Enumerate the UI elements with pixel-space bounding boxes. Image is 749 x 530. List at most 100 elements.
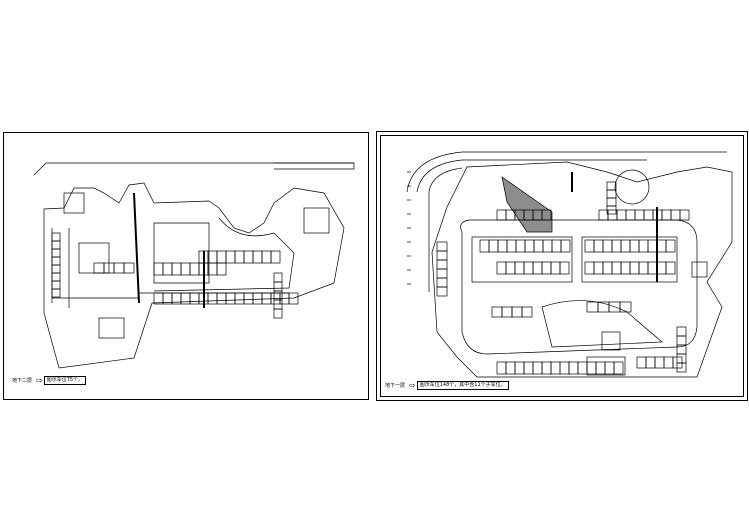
ramp-curve bbox=[153, 217, 295, 292]
parking-stall bbox=[153, 262, 164, 276]
room bbox=[63, 192, 85, 214]
parking-stall bbox=[656, 261, 667, 275]
parking-stall bbox=[524, 239, 535, 253]
parking-stall bbox=[606, 181, 617, 191]
parking-stall bbox=[636, 356, 647, 369]
parking-stall bbox=[113, 262, 125, 274]
parking-stall bbox=[604, 361, 615, 375]
parking-stall bbox=[243, 292, 254, 305]
parking-island bbox=[541, 300, 663, 348]
parking-stall bbox=[541, 361, 552, 375]
parking-stall bbox=[436, 268, 448, 279]
parking-stall bbox=[629, 239, 640, 253]
parking-stall bbox=[523, 261, 534, 275]
parking-stall bbox=[505, 261, 516, 275]
parking-stall bbox=[501, 306, 513, 318]
road-edge bbox=[406, 151, 727, 193]
parking-stall bbox=[560, 239, 571, 253]
parking-stall bbox=[586, 301, 599, 313]
parking-stall bbox=[234, 292, 245, 305]
parking-stall bbox=[584, 261, 595, 275]
legend-basement-2: 地下二层 ⇨ 图示车位75个。 bbox=[12, 375, 87, 385]
parking-stall bbox=[497, 239, 508, 253]
parking-stall bbox=[616, 209, 627, 221]
parking-stall bbox=[496, 361, 507, 375]
parking-stall bbox=[559, 261, 570, 275]
parking-stall bbox=[488, 239, 499, 253]
parking-stall bbox=[51, 272, 61, 282]
parking-stall bbox=[532, 261, 543, 275]
parking-stall bbox=[606, 189, 617, 199]
parking-stall bbox=[436, 259, 448, 270]
parking-stall bbox=[225, 250, 236, 264]
parking-stall bbox=[541, 209, 552, 221]
parking-stall bbox=[515, 239, 526, 253]
parking-stall bbox=[613, 361, 624, 375]
parking-stall bbox=[491, 306, 503, 318]
parking-stall bbox=[189, 262, 200, 276]
parking-stall bbox=[51, 232, 61, 242]
parking-stall bbox=[638, 239, 649, 253]
parking-stall bbox=[189, 292, 200, 305]
parking-stall bbox=[533, 239, 544, 253]
parking-stall bbox=[288, 292, 299, 305]
parking-stall bbox=[523, 361, 534, 375]
parking-island bbox=[471, 236, 573, 283]
parking-stall bbox=[656, 239, 667, 253]
parking-stall bbox=[606, 205, 617, 215]
right-arrow-icon: ⇨ bbox=[36, 375, 43, 385]
parking-stall bbox=[162, 262, 173, 276]
parking-stall bbox=[506, 239, 517, 253]
parking-stall bbox=[584, 239, 595, 253]
parking-stall bbox=[171, 262, 182, 276]
parking-stall bbox=[550, 361, 561, 375]
parking-stall bbox=[216, 262, 227, 276]
parking-stall bbox=[593, 261, 604, 275]
parking-stall bbox=[532, 361, 543, 375]
parking-stall bbox=[643, 209, 654, 221]
floor-plan-basement-2 bbox=[33, 162, 355, 369]
boundary-line bbox=[33, 162, 354, 176]
parking-stall bbox=[521, 306, 533, 318]
floor-plan-basement-1 bbox=[406, 151, 733, 378]
parking-stall bbox=[638, 261, 649, 275]
parking-stall bbox=[207, 292, 218, 305]
parking-stall bbox=[625, 209, 636, 221]
parking-stall bbox=[261, 292, 272, 305]
parking-stall bbox=[273, 308, 283, 319]
parking-stall bbox=[676, 335, 687, 346]
parking-stall bbox=[243, 250, 254, 264]
parking-stall bbox=[595, 361, 606, 375]
parking-stall bbox=[436, 286, 448, 297]
parking-stall bbox=[273, 272, 283, 283]
stair-core bbox=[78, 242, 110, 274]
parking-stall bbox=[679, 209, 690, 221]
road-edge bbox=[416, 159, 647, 193]
parking-stall bbox=[436, 241, 448, 252]
parking-stall bbox=[180, 262, 191, 276]
road-edge bbox=[428, 167, 463, 292]
parking-count-note: 图示车位75个。 bbox=[43, 376, 87, 385]
parking-stall bbox=[661, 209, 672, 221]
parking-stall bbox=[645, 356, 656, 369]
parking-stall bbox=[629, 261, 640, 275]
building-outline bbox=[431, 161, 733, 378]
wall-line bbox=[133, 192, 140, 304]
parking-stall bbox=[514, 361, 525, 375]
stair-core bbox=[98, 317, 125, 339]
stair-core bbox=[691, 261, 708, 278]
parking-stall bbox=[234, 250, 245, 264]
parking-stall bbox=[261, 250, 272, 264]
parking-stall bbox=[273, 299, 283, 310]
parking-stall bbox=[586, 361, 597, 375]
parking-stall bbox=[51, 240, 61, 250]
building-outline bbox=[43, 182, 345, 369]
right-arrow-icon: ⇨ bbox=[409, 380, 416, 390]
parking-stall bbox=[620, 239, 631, 253]
parking-stall bbox=[672, 356, 683, 369]
driveway bbox=[51, 228, 289, 308]
parking-stall bbox=[216, 250, 227, 264]
driveway-loop bbox=[460, 219, 698, 355]
parking-stall bbox=[602, 239, 613, 253]
drawing-sheet-basement-1: 地下一层 ⇨ 图示车位148个，其中含11个子车位。 bbox=[376, 131, 748, 401]
